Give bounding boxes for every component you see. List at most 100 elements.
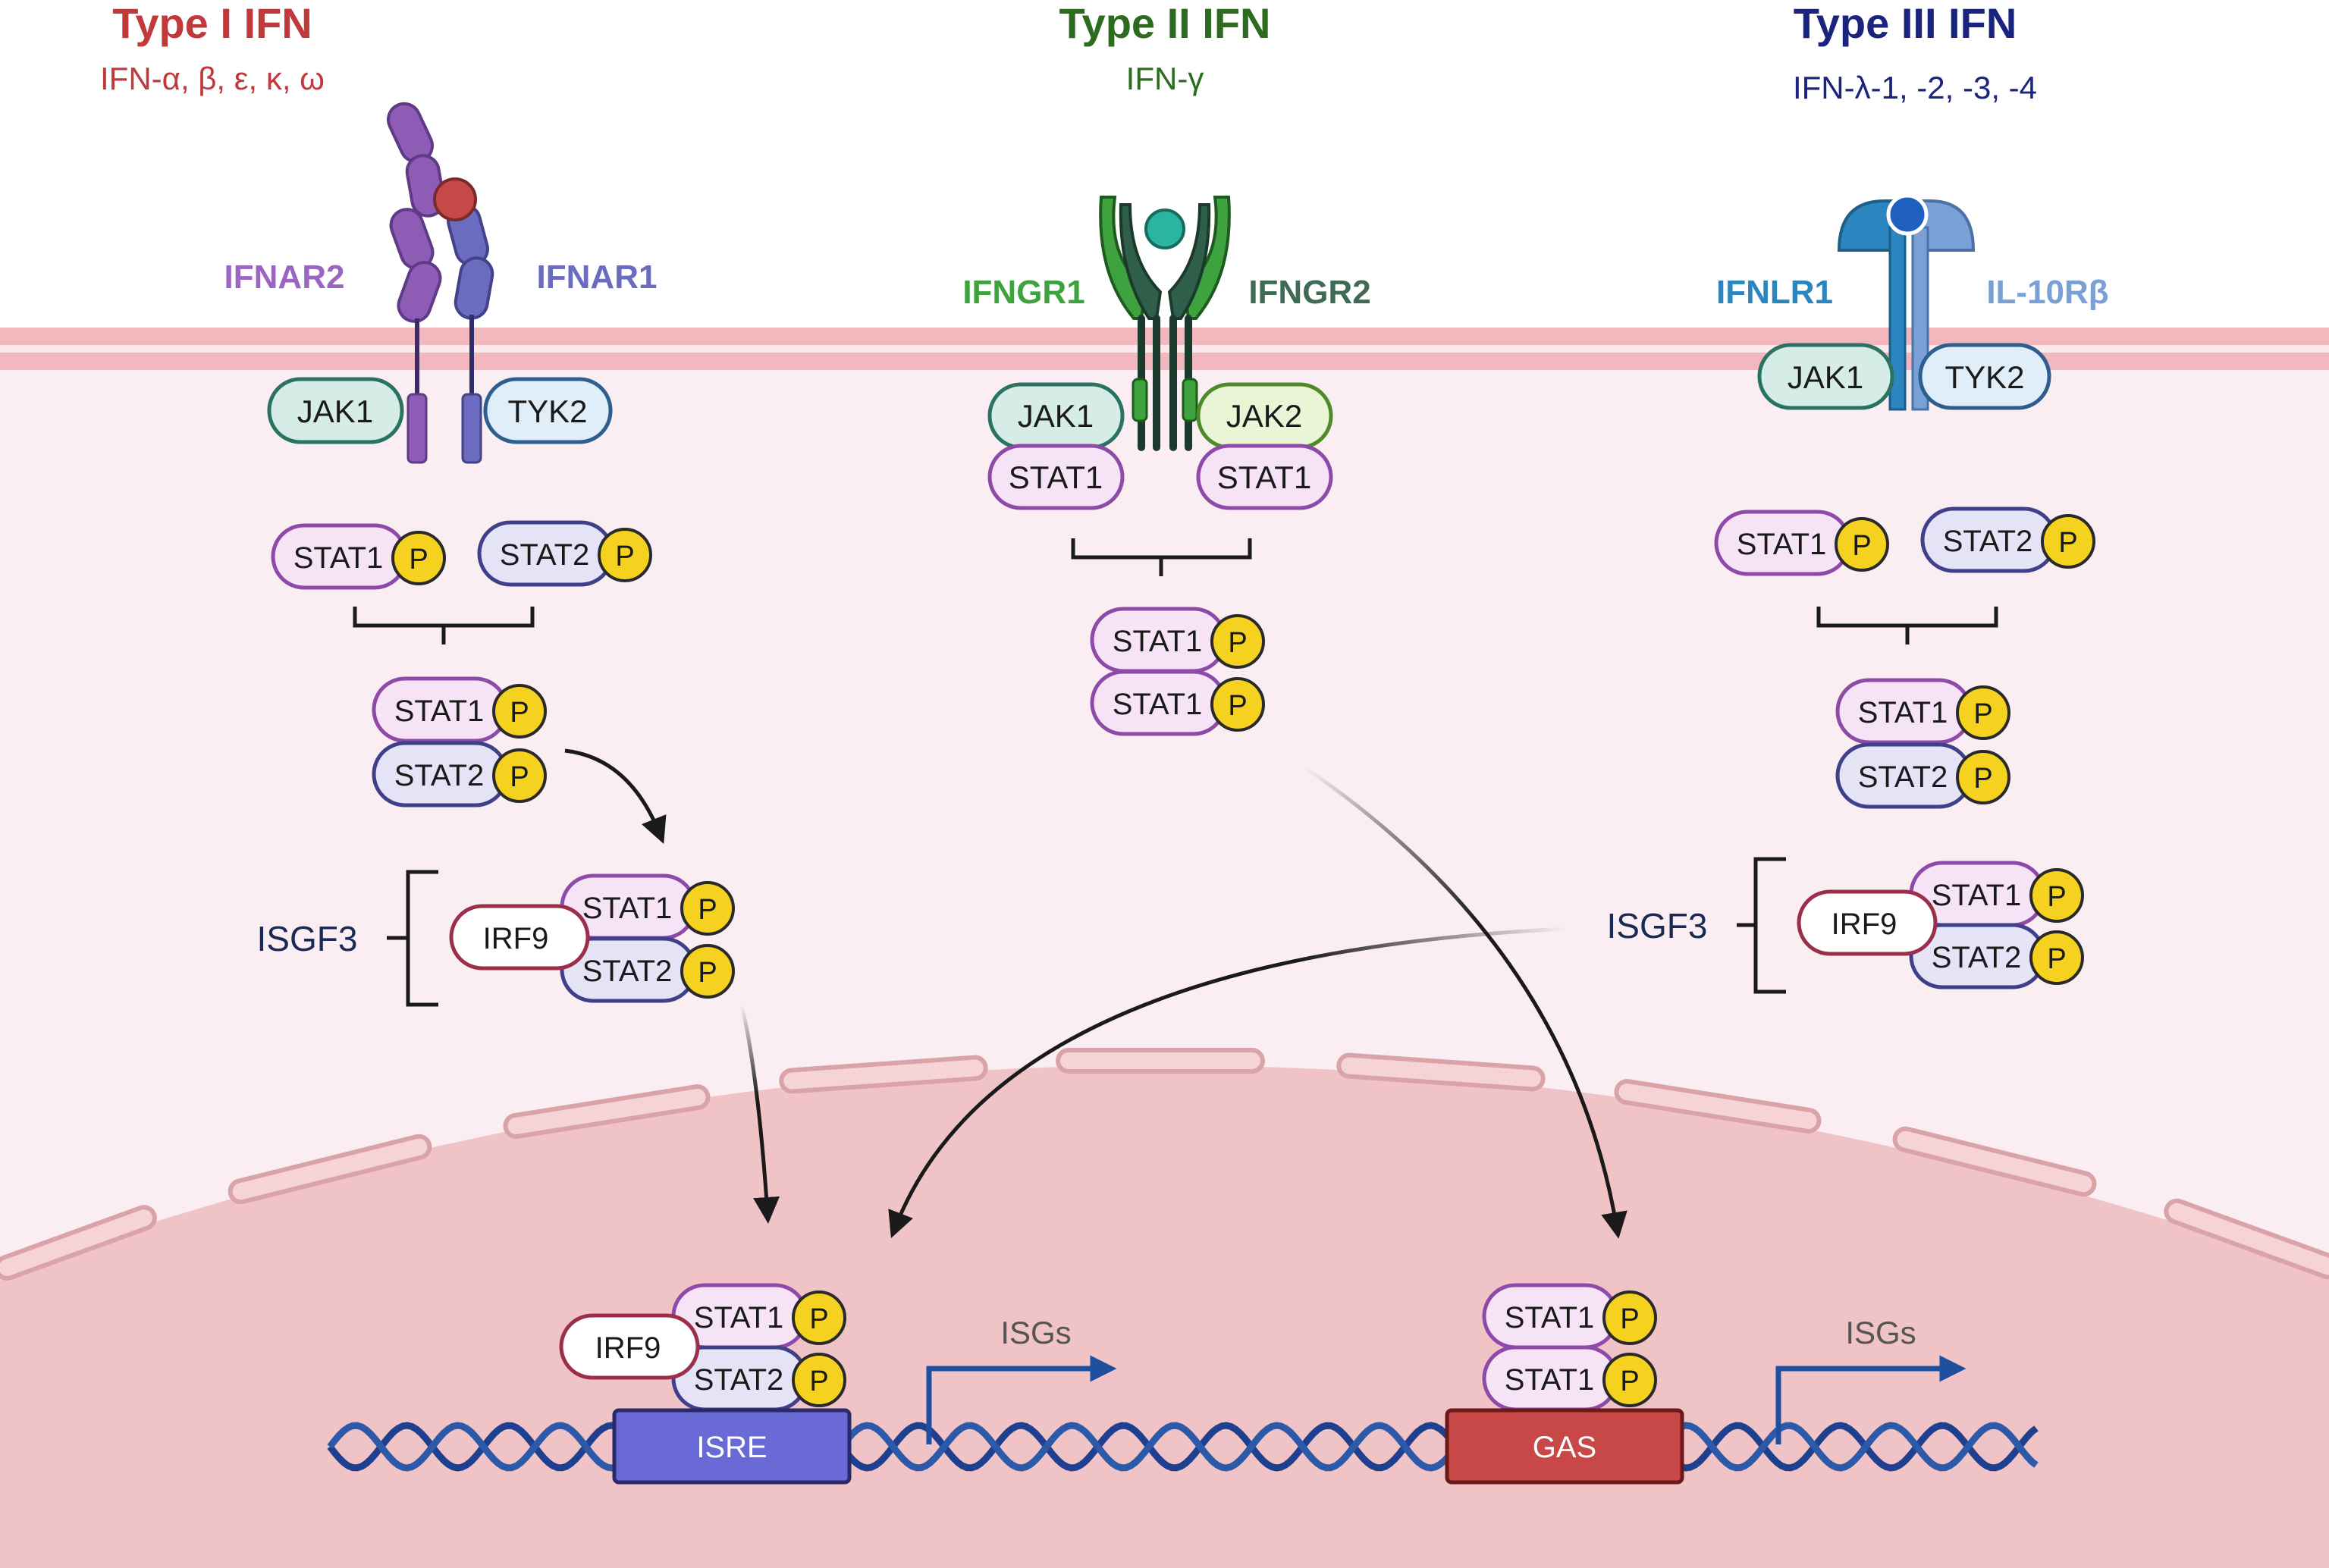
phosphate-icon: P — [1602, 1353, 1657, 1407]
type2-title: Type II IFN — [1059, 0, 1271, 47]
jak1-type1: JAK1 — [267, 377, 404, 444]
isgf3-bracket-type1 — [387, 870, 438, 1007]
svg-text:STAT2: STAT2 — [394, 759, 485, 792]
phosphate-icon: P — [680, 881, 735, 936]
irf9-type1: IRF9 — [449, 904, 590, 971]
svg-text:STAT1: STAT1 — [1932, 879, 2022, 912]
isgf3-label-type3: ISGF3 — [1607, 906, 1708, 946]
stat1-type2-right: STAT1 — [1196, 444, 1333, 510]
gas-element: GAS — [1445, 1408, 1684, 1485]
svg-text:P: P — [409, 544, 428, 575]
svg-text:ISRE: ISRE — [696, 1431, 767, 1464]
isre-element: ISRE — [612, 1408, 852, 1485]
phosphate-icon: P — [1956, 750, 2010, 804]
stat2-p-type3-dimer: STAT2 P — [1835, 742, 2010, 809]
svg-text:P: P — [2047, 943, 2066, 975]
phosphate-icon: P — [680, 944, 735, 999]
svg-text:TYK2: TYK2 — [1944, 359, 2024, 395]
svg-text:P: P — [1852, 530, 1871, 562]
svg-text:IRF9: IRF9 — [1831, 908, 1897, 941]
svg-text:P: P — [1228, 690, 1247, 722]
svg-text:GAS: GAS — [1533, 1431, 1596, 1464]
nuclear-envelope — [0, 1048, 2329, 1281]
stat1-p-gas-bound-bottom: STAT1 P — [1482, 1345, 1657, 1412]
arrows — [564, 748, 1627, 1239]
svg-text:STAT2: STAT2 — [1932, 941, 2022, 974]
svg-text:P: P — [2058, 527, 2077, 559]
jak1-type2: JAK1 — [987, 382, 1125, 450]
svg-text:P: P — [615, 541, 634, 572]
phosphate-icon: P — [1210, 614, 1265, 669]
transcription-arrow-gas — [1775, 1355, 1966, 1444]
jak2-type2: JAK2 — [1196, 382, 1333, 450]
irf9-type3: IRF9 — [1797, 889, 1938, 956]
irf9-nucleus: IRF9 — [559, 1313, 700, 1380]
phosphate-icon: P — [2041, 514, 2095, 569]
phosphate-icon: P — [598, 528, 652, 582]
tyk2-type3: TYK2 — [1918, 343, 2051, 410]
svg-text:P: P — [698, 894, 717, 926]
phosphate-icon: P — [1602, 1290, 1657, 1345]
svg-text:STAT1: STAT1 — [1505, 1301, 1595, 1334]
stat1-p-isgf3-type3: STAT1 P — [1909, 861, 2084, 927]
isgf3-label-type1: ISGF3 — [257, 919, 358, 958]
stat2-p-isgf3-type3: STAT2 P — [1909, 923, 2084, 989]
svg-text:STAT2: STAT2 — [582, 955, 673, 988]
tyk2-type1: TYK2 — [483, 377, 613, 444]
svg-text:STAT1: STAT1 — [1113, 688, 1203, 721]
svg-text:STAT1: STAT1 — [293, 541, 384, 575]
svg-text:STAT2: STAT2 — [1858, 760, 1948, 794]
phosphate-icon: P — [492, 748, 547, 803]
svg-text:P: P — [1620, 1303, 1639, 1335]
phosphate-icon: P — [2029, 930, 2084, 985]
arrow-isgf3-to-isre — [739, 1004, 780, 1224]
isgs-label-left: ISGs — [1000, 1315, 1071, 1350]
svg-text:P: P — [2047, 881, 2066, 913]
ifn-gamma-ligand — [1144, 209, 1185, 249]
svg-text:STAT1: STAT1 — [1505, 1363, 1595, 1397]
ifn-alpha-ligand — [433, 177, 477, 221]
type1-title: Type I IFN — [112, 0, 312, 47]
dimer-brackets — [353, 538, 1998, 644]
svg-text:JAK2: JAK2 — [1226, 398, 1302, 434]
ifngr1-label: IFNGR1 — [962, 274, 1084, 311]
svg-text:P: P — [1620, 1366, 1639, 1397]
phosphate-icon: P — [2029, 868, 2084, 923]
il10rb-label: IL-10Rβ — [1986, 274, 2108, 311]
svg-text:IRF9: IRF9 — [483, 922, 549, 955]
svg-text:STAT1: STAT1 — [582, 892, 673, 925]
svg-text:TYK2: TYK2 — [507, 394, 587, 429]
svg-text:JAK1: JAK1 — [297, 394, 373, 429]
svg-text:IRF9: IRF9 — [595, 1331, 661, 1365]
svg-text:STAT2: STAT2 — [1943, 525, 2033, 558]
phosphate-icon: P — [1835, 517, 1889, 572]
svg-text:STAT1: STAT1 — [1737, 528, 1827, 561]
svg-text:STAT2: STAT2 — [500, 538, 590, 572]
svg-text:P: P — [809, 1366, 828, 1397]
ifnar1-label: IFNAR1 — [537, 259, 658, 296]
jak1-type3: JAK1 — [1757, 343, 1894, 410]
phosphate-icon: P — [792, 1353, 846, 1407]
ifngr-receptor — [1099, 196, 1231, 451]
phosphate-icon: P — [492, 684, 547, 739]
type1-subtitle: IFN-α, β, ε, κ, ω — [100, 61, 325, 96]
isgf3-bracket-type3 — [1737, 857, 1786, 994]
svg-text:P: P — [1973, 763, 1992, 795]
ifngr2-label: IFNGR2 — [1248, 274, 1370, 311]
stat1-p-type1-monomer: STAT1 P — [271, 523, 446, 590]
arrow-type3-isgf3-to-isre — [888, 927, 1567, 1239]
stat2-p-isgf3-type1: STAT2 P — [560, 936, 735, 1003]
phosphate-icon: P — [792, 1290, 846, 1345]
extracellular-space — [0, 0, 2329, 334]
svg-text:P: P — [1228, 627, 1247, 659]
transcription-arrow-isre — [926, 1355, 1117, 1444]
stat1-p-type3-monomer: STAT1 P — [1714, 510, 1889, 576]
stat2-p-type3-monomer: STAT2 P — [1920, 506, 2095, 573]
svg-text:P: P — [698, 957, 717, 989]
